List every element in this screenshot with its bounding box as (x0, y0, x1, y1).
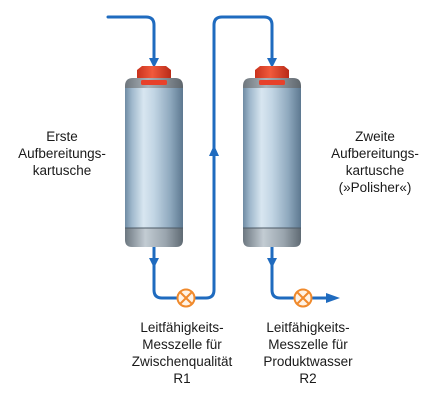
sensor-r2-label: Leitfähigkeits- Messzelle für Produktwas… (238, 319, 378, 387)
sensor-r2-icon (293, 288, 313, 308)
label-line: Aufbereitungs- (18, 146, 106, 161)
cartridge-2-label: Zweite Aufbereitungs- kartusche (»Polish… (316, 128, 434, 196)
cartridge-2 (243, 66, 301, 247)
label-line: Aufbereitungs- (331, 146, 419, 161)
label-line: Leitfähigkeits- (140, 320, 224, 335)
cartridge-connector (137, 66, 171, 78)
cartridge-body (125, 88, 183, 228)
inlet-pipe (106, 15, 156, 64)
label-line: Erste (46, 129, 78, 144)
cartridge-bottom-cap (243, 228, 301, 247)
arrow-right-icon (326, 293, 340, 303)
label-line: R2 (299, 371, 317, 386)
outlet-pipe-2 (270, 245, 295, 300)
flow-arrows (149, 58, 340, 303)
label-line: Zweite (355, 129, 395, 144)
arrow-down-icon (267, 58, 277, 68)
label-line: kartusche (32, 163, 92, 178)
arrow-down-icon (267, 258, 277, 268)
arrow-down-icon (149, 58, 159, 68)
label-line: R1 (173, 371, 191, 386)
label-line: (»Polisher«) (338, 180, 412, 195)
cartridge-body (243, 88, 301, 228)
arrow-up-icon (209, 145, 219, 156)
arrow-down-icon (149, 258, 159, 268)
label-line: Messzelle für (268, 337, 348, 352)
sensor-r1-label: Leitfähigkeits- Messzelle für Zwischenqu… (112, 319, 252, 387)
connector-pipe (193, 15, 274, 300)
label-line: Produktwasser (263, 354, 353, 369)
sensor-r1-icon (176, 288, 196, 308)
label-line: Leitfähigkeits- (266, 320, 350, 335)
label-line: kartusche (345, 163, 405, 178)
label-line: Zwischenqualität (131, 354, 233, 369)
cartridge-1-label: Erste Aufbereitungs- kartusche (6, 128, 118, 179)
cartridge-bottom-cap (125, 228, 183, 247)
pipe-network (106, 15, 330, 300)
label-line: Messzelle für (142, 337, 222, 352)
cartridge-1 (125, 66, 183, 247)
cartridge-connector (255, 66, 289, 78)
outlet-pipe-1 (152, 245, 179, 300)
